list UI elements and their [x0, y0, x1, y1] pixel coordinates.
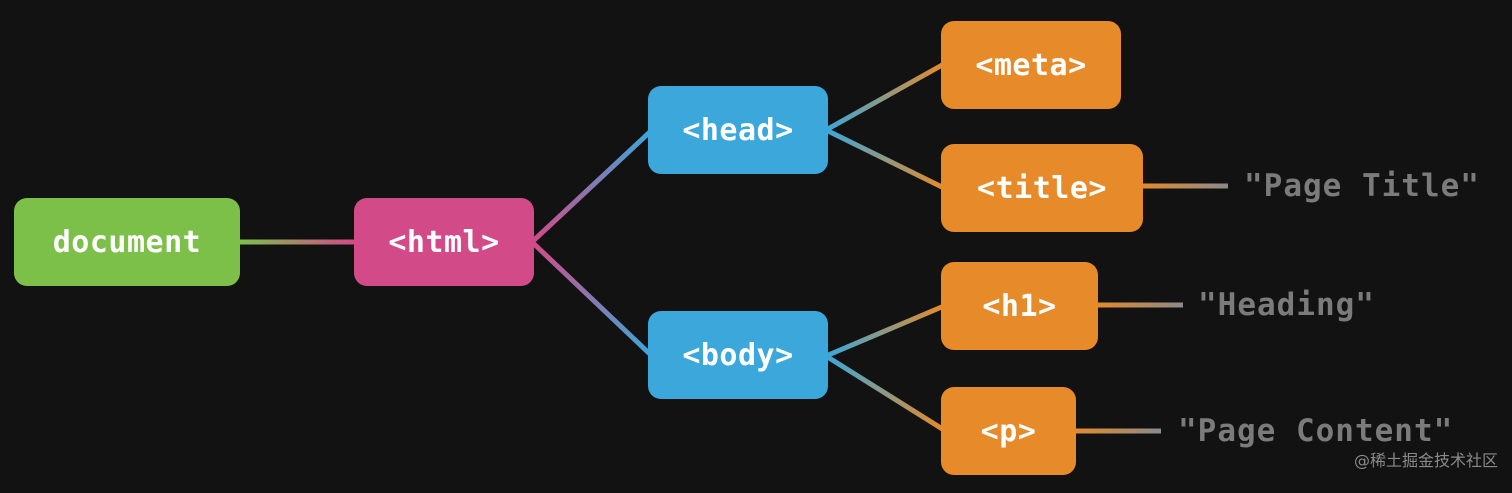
edge-head-title — [824, 127, 946, 191]
node-head: <head> — [648, 86, 828, 174]
text-node-page-title: "Page Title" — [1244, 168, 1480, 204]
watermark: @稀土掘金技术社区 — [1353, 451, 1498, 470]
node-p: <p> — [941, 387, 1076, 475]
edge-body-h1 — [825, 303, 945, 359]
edge-body-p — [824, 353, 946, 433]
edge-html-head — [530, 128, 654, 244]
text-node-page-content: "Page Content" — [1178, 413, 1454, 449]
node-meta: <meta> — [941, 21, 1121, 109]
edge-head-meta — [824, 61, 946, 133]
node-html: <html> — [354, 198, 534, 286]
edge-html-body — [530, 240, 654, 358]
text-node-heading: "Heading" — [1198, 287, 1375, 323]
node-document: document — [14, 198, 240, 286]
node-body: <body> — [648, 311, 828, 399]
node-title: <title> — [941, 144, 1143, 232]
node-h1: <h1> — [941, 262, 1098, 350]
